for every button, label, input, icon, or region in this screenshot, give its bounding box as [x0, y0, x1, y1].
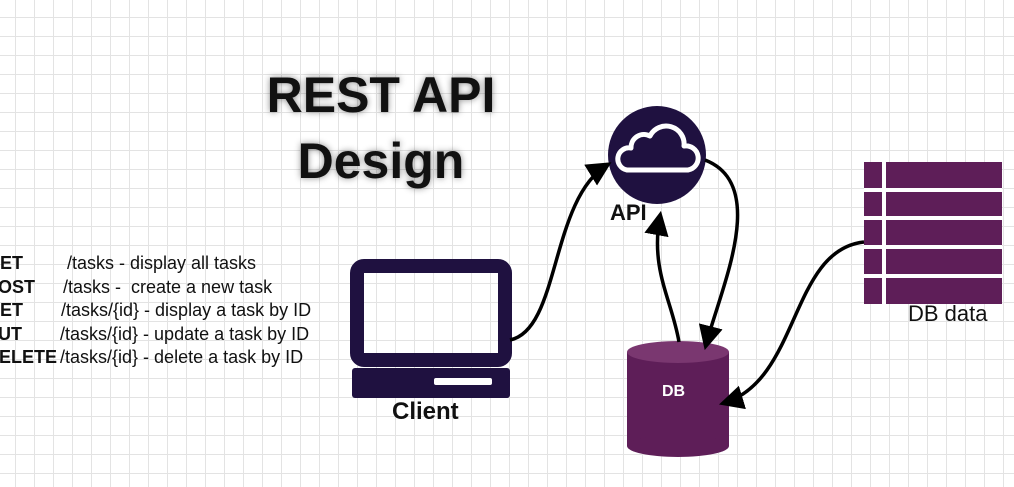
endpoint-description: /tasks/{id} - delete a task by ID — [60, 347, 304, 367]
http-method: GET — [0, 300, 24, 320]
title-line-1: REST API — [266, 67, 496, 123]
cloud-icon — [608, 106, 706, 204]
table-icon — [864, 162, 1002, 304]
computer-icon — [350, 259, 512, 398]
endpoint-description: /tasks/{id} - display a task by ID — [61, 300, 312, 320]
endpoint-description: /tasks - create a new task — [63, 276, 273, 297]
arrow-db-to-api — [644, 210, 681, 343]
title-line-2: Design — [297, 133, 465, 189]
client-label: Client — [392, 398, 459, 425]
page-title: REST API Design — [236, 62, 526, 194]
arrow-api-to-db — [698, 158, 740, 351]
db-data-label: DB data — [908, 301, 988, 326]
db-label: DB — [662, 383, 686, 400]
api-label: API — [610, 200, 647, 225]
http-method: PUT — [0, 323, 22, 344]
endpoint-description: /tasks - display all tasks — [67, 253, 257, 273]
http-method: POST — [0, 276, 36, 297]
arrow-dbdata-to-db — [718, 240, 865, 410]
http-method: GET — [0, 253, 24, 273]
arrow-client-to-api — [509, 162, 612, 342]
endpoint-description: /tasks/{id} - update a task by ID — [60, 323, 310, 344]
